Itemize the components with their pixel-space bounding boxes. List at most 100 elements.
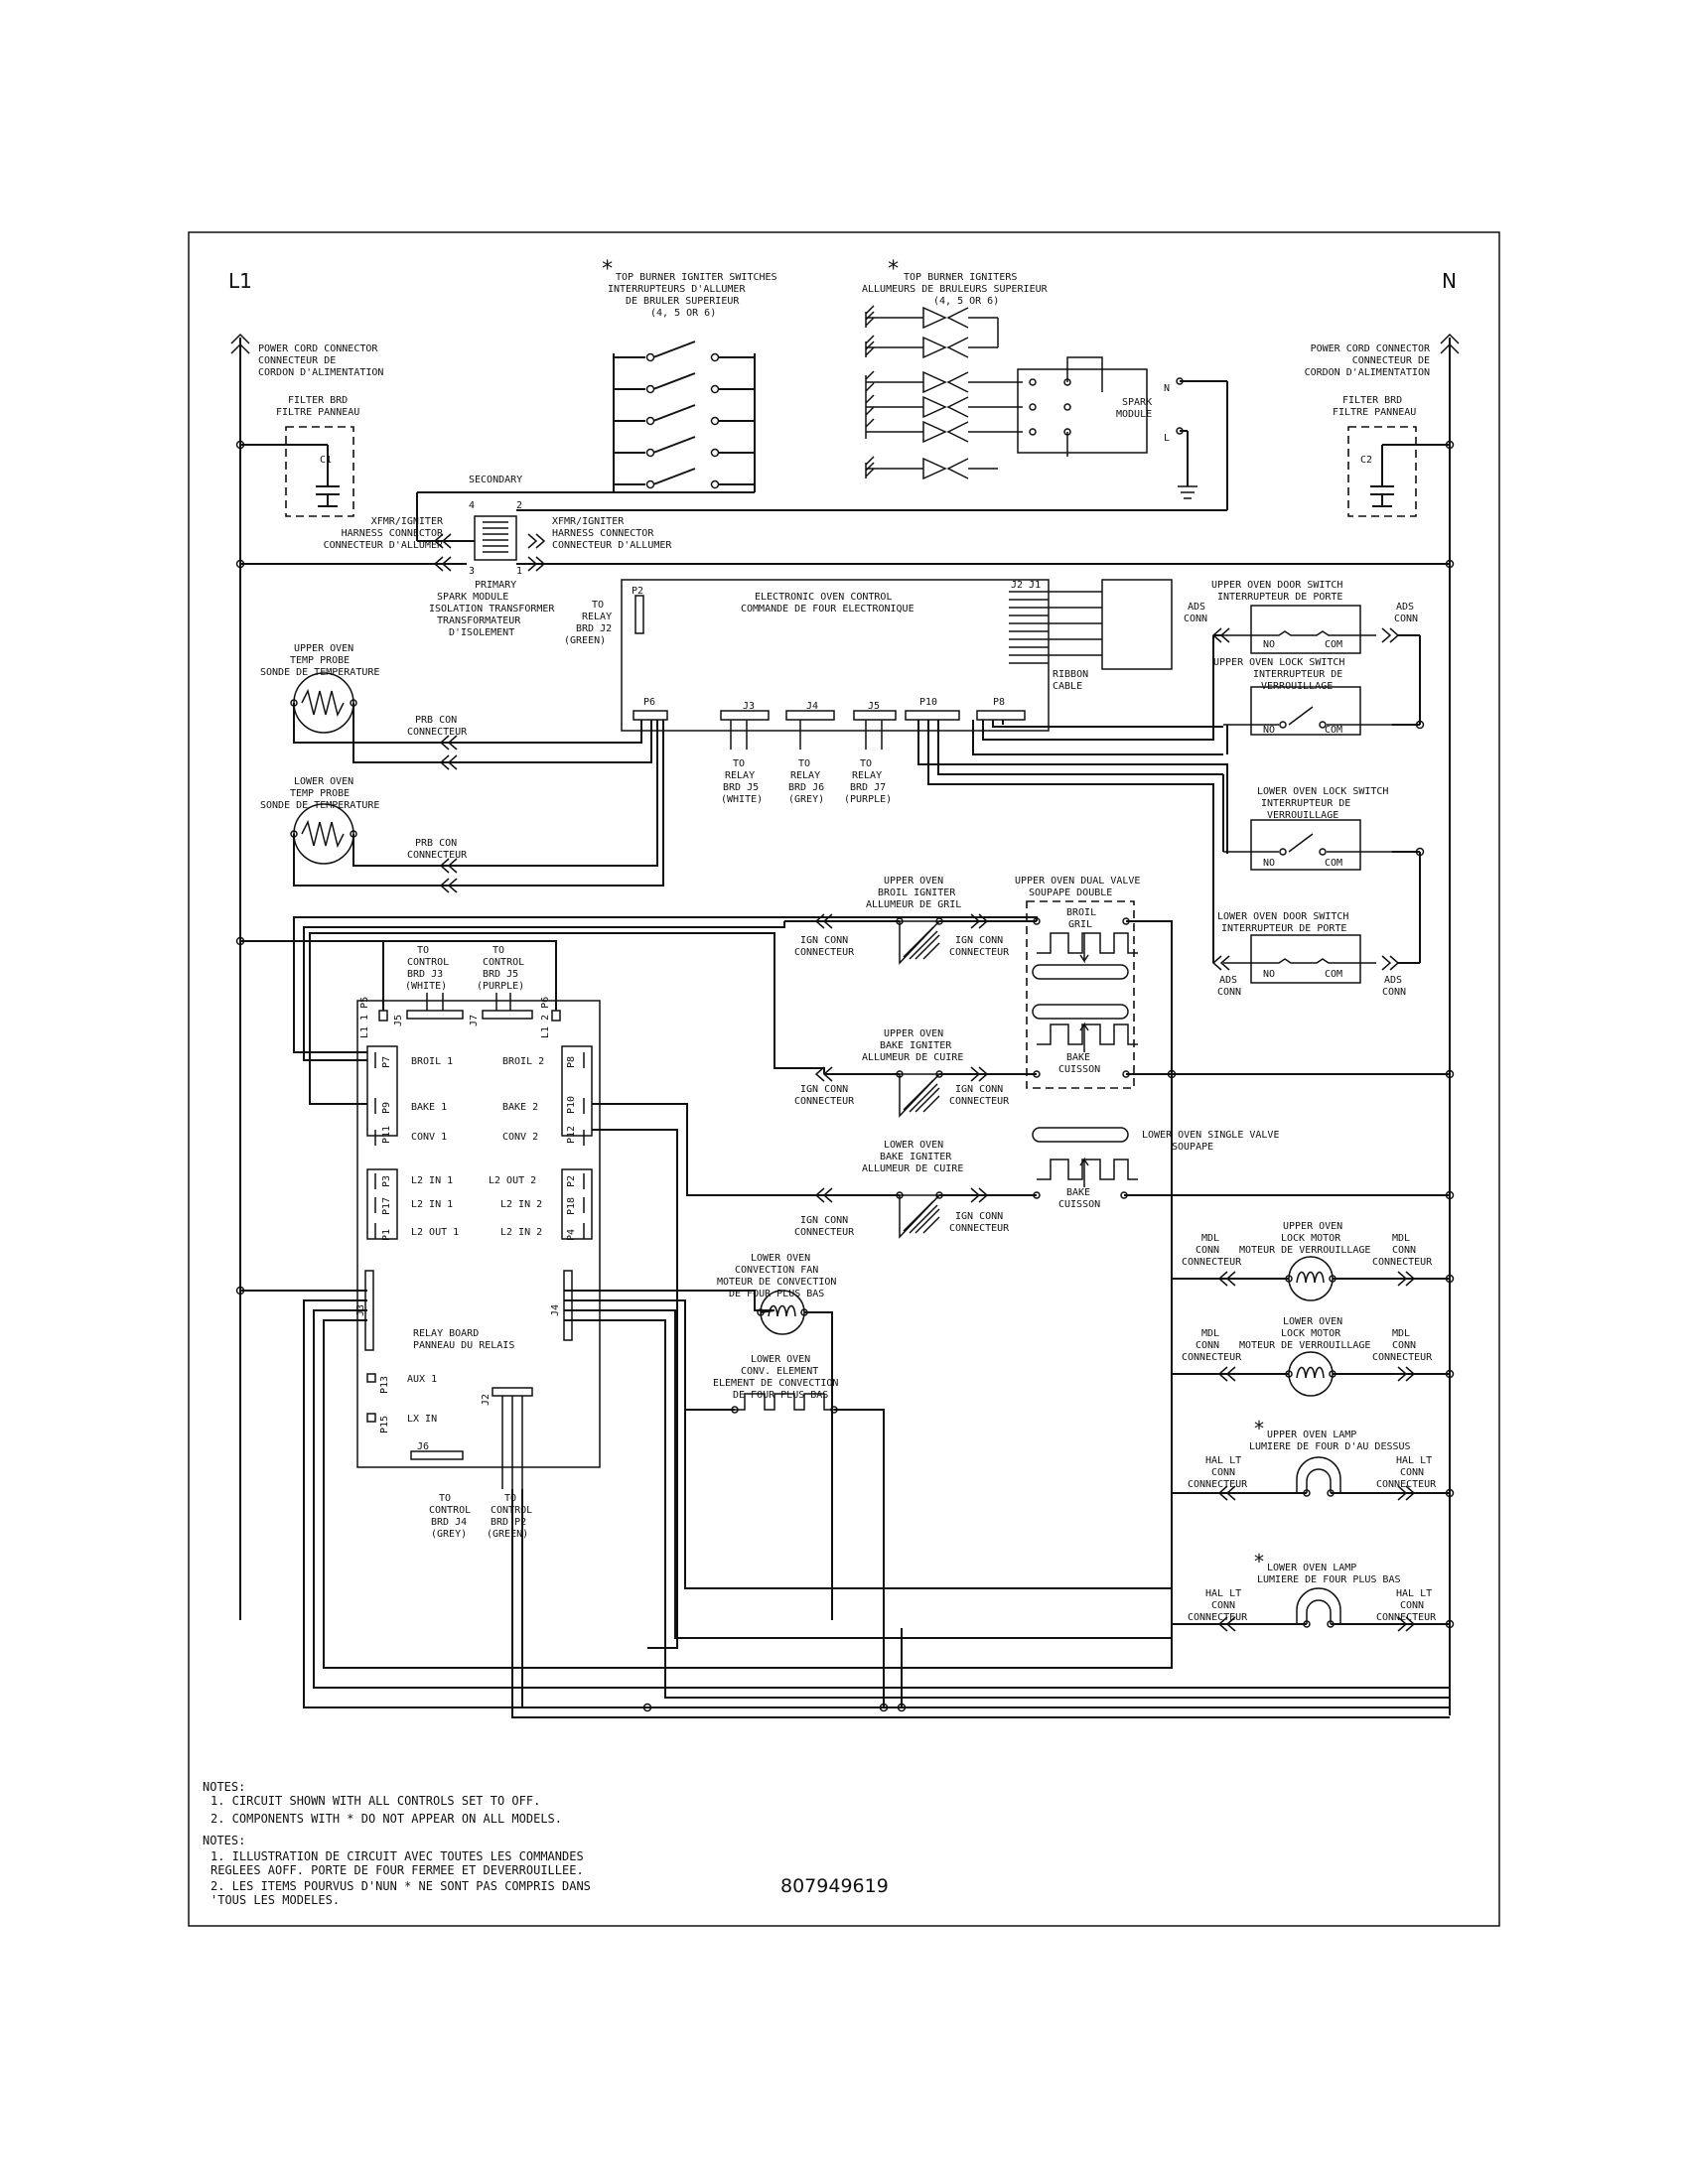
- label-line: TO: [439, 1493, 451, 1504]
- label-line: PRB CON: [415, 715, 457, 726]
- label-line: TO: [798, 758, 810, 769]
- connector-icon: [439, 735, 458, 751]
- upper-oven-bake-igniter: UPPER OVEN BAKE IGNITER ALLUMEUR DE CUIR…: [794, 1028, 1010, 1118]
- label-line: LOWER OVEN: [751, 1253, 810, 1264]
- to-control-top-labels: TO CONTROL BRD J3 (WHITE) TO CONTROL BRD…: [405, 945, 524, 992]
- connector-icon: [1217, 1485, 1236, 1501]
- label-line: D'ISOLEMENT: [449, 627, 514, 638]
- label-line: XFMR/IGNITER: [552, 516, 625, 527]
- part-number: 807949619: [780, 1875, 889, 1897]
- label-line: TO: [860, 758, 872, 769]
- connector-label: P8: [993, 697, 1005, 708]
- pin-label: P1: [381, 1229, 392, 1241]
- primary-label: PRIMARY: [475, 580, 516, 591]
- relay-left-terminals: BROIL 1 BAKE 1 CONV 1 L2 IN 1 L2 IN 1 L2…: [411, 1056, 459, 1238]
- label-line: BRD P2: [491, 1517, 526, 1528]
- label-line: CONNECTEUR DE: [258, 355, 336, 366]
- label-line: BRD J6: [788, 782, 824, 793]
- com-label: COM: [1325, 969, 1342, 980]
- p2-label: P2: [632, 586, 643, 597]
- label-line: POWER CORD CONNECTOR: [1311, 343, 1431, 354]
- connector-icon: [1381, 627, 1400, 643]
- connector-icon: [439, 858, 458, 874]
- no-label: NO: [1263, 725, 1275, 736]
- label-line: COMMANDE DE FOUR ELECTRONIQUE: [741, 604, 914, 614]
- transformer-box: [474, 515, 517, 561]
- relay-top-pin: J7: [469, 1015, 480, 1026]
- label-line: SOUPAPE: [1172, 1142, 1213, 1153]
- label-line: SOUPAPE DOUBLE: [1029, 887, 1112, 898]
- rail-n-label: N: [1442, 269, 1457, 293]
- label-line: TO: [504, 1493, 516, 1504]
- notes-line: 'TOUS LES MODELES.: [211, 1893, 340, 1907]
- label-line: CONNECTEUR: [794, 947, 855, 958]
- label-line: UPPER OVEN: [884, 876, 943, 887]
- label-line: TOP BURNER IGNITERS: [904, 272, 1017, 283]
- lock-motor-icon: [1288, 1351, 1334, 1397]
- label-line: LOWER OVEN: [294, 776, 353, 787]
- label-line: ALLUMEUR DE CUIRE: [862, 1163, 963, 1174]
- connector-label: J3: [743, 701, 755, 712]
- notes-line: 1. CIRCUIT SHOWN WITH ALL CONTROLS SET T…: [211, 1794, 540, 1808]
- label-line: CONTROL: [483, 957, 524, 968]
- label-line: INTERRUPTEUR DE: [1261, 798, 1350, 809]
- terminal-label: BAKE 1: [411, 1102, 447, 1113]
- label-line: TO: [492, 945, 504, 956]
- pin-label: P7: [381, 1056, 392, 1068]
- label-line: HAL LT: [1205, 1588, 1241, 1599]
- label-line: CORDON D'ALIMENTATION: [258, 367, 383, 378]
- label-line: CONN: [1184, 614, 1207, 624]
- label-line: CONN: [1400, 1600, 1424, 1611]
- asterisk-icon: *: [601, 257, 614, 282]
- label-line: SONDE DE TEMPERATURE: [260, 800, 379, 811]
- label-line: IGN CONN: [800, 1084, 848, 1095]
- spark-module: SPARK MODULE N L: [997, 318, 1228, 499]
- terminal-label: L2 IN 2: [500, 1227, 542, 1238]
- label-line: IGN CONN: [800, 1215, 848, 1226]
- label-line: (GREEN): [487, 1529, 528, 1540]
- switch-box: [1250, 934, 1361, 984]
- label-line: (PURPLE): [844, 794, 892, 805]
- connector-label: P6: [643, 697, 655, 708]
- terminal-label: BAKE 2: [502, 1102, 538, 1113]
- label-line: CONNECTEUR: [949, 947, 1010, 958]
- upper-oven-lamp: * UPPER OVEN LAMP LUMIERE DE FOUR D'AU D…: [1172, 1417, 1455, 1501]
- notes-french: NOTES: 1. ILLUSTRATION DE CIRCUIT AVEC T…: [203, 1834, 591, 1907]
- spark-isolation-transformer: SECONDARY 4 2 3 1 PRIMARY XFMR/IGNITER H…: [235, 475, 1455, 638]
- label-line: HAL LT: [1205, 1455, 1241, 1466]
- ground-hatch-icon: [865, 305, 875, 478]
- label-line: RELAY: [852, 770, 882, 781]
- notes-line: REGLEES AOFF. PORTE DE FOUR FERMEE ET DE…: [211, 1863, 584, 1877]
- label-line: CONN: [1211, 1467, 1235, 1478]
- label-line: MOTEUR DE CONVECTION: [717, 1277, 836, 1288]
- notes-line: 2. LES ITEMS POURVUS D'NUN * NE SONT PAS…: [211, 1879, 591, 1893]
- connector-icon: [1397, 1271, 1416, 1287]
- label-line: TO: [417, 945, 429, 956]
- dual-valve-box: [1026, 900, 1135, 1089]
- upper-oven-lock-switch: UPPER OVEN LOCK SWITCH INTERRUPTEUR DE V…: [1213, 657, 1420, 736]
- secondary-label: SECONDARY: [469, 475, 522, 485]
- aux-pin: P13: [379, 1376, 390, 1394]
- label-line: CONVECTION FAN: [735, 1265, 818, 1276]
- asterisk-icon: *: [887, 257, 900, 282]
- relay-top-pin: J5: [393, 1015, 404, 1026]
- ground-icon: [1178, 485, 1197, 499]
- lamp-icon: [1296, 1456, 1341, 1493]
- label-line: TRANSFORMATEUR: [437, 615, 521, 626]
- label-line: RELAY: [790, 770, 820, 781]
- label-line: CONNECTEUR: [1188, 1479, 1248, 1490]
- label-line: CONNECTEUR: [1376, 1479, 1437, 1490]
- label-line: DE BRULER SUPERIEUR: [626, 296, 740, 307]
- relay-right-pins: P8 P10 P12 P2 P18 P4: [566, 1056, 577, 1241]
- filter-box: [1347, 426, 1417, 517]
- connector-icon: [1217, 1366, 1236, 1382]
- label-line: LOCK MOTOR: [1281, 1328, 1341, 1339]
- plug-icon: [1440, 333, 1460, 354]
- label-line: LOWER OVEN DOOR SWITCH: [1217, 911, 1348, 922]
- relay-board-box: [356, 1000, 601, 1468]
- label-line: CUISSON: [1058, 1199, 1100, 1210]
- label-line: IGN CONN: [800, 935, 848, 946]
- label-line: CONNECTEUR: [1372, 1352, 1433, 1363]
- solenoid-coil-icon: [1037, 932, 1138, 954]
- label-line: MODULE: [1116, 409, 1152, 420]
